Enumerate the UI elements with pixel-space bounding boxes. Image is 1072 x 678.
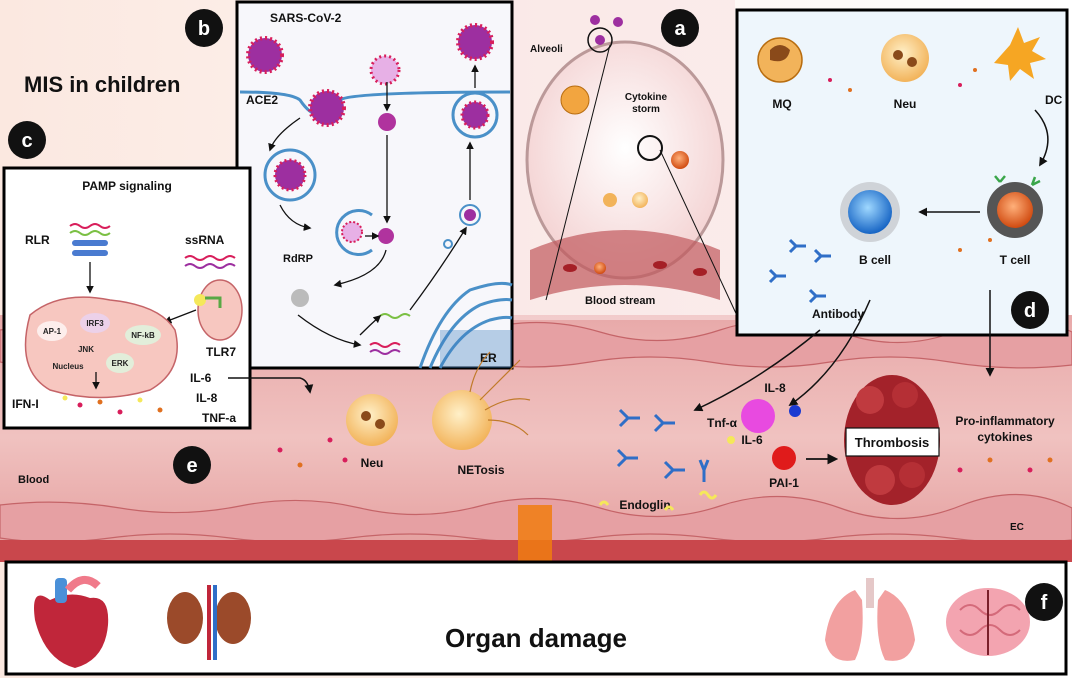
panel-d-letter: d [1024,300,1036,322]
ec-label: EC [1010,522,1024,533]
panel-e-badge [173,446,211,484]
dc-label: DC [1045,93,1063,107]
alveoli-label: Alveoli [530,44,563,55]
pamp-heading: PAMP signaling [82,179,172,193]
virus-particle [456,23,494,61]
zoom-circle [637,135,663,161]
netosis-label: NETosis [457,463,504,477]
tnfa-label: TNF-a [202,411,236,425]
dendritic-cell [994,27,1046,81]
alveolar-macrophage [560,85,590,115]
lungs-icon [825,578,915,661]
zoom-circle-virus [587,27,613,53]
neu-label-e: Neu [361,456,384,470]
erk-label: ERK [112,359,129,368]
brain-icon [946,588,1030,656]
nucleus-label: Nucleus [52,362,84,371]
bcell-label: B cell [859,253,891,267]
panel-a-letter: a [674,18,686,40]
virus-particle [308,89,346,127]
viral-genome [378,113,396,131]
rdrp-label: RdRP [283,253,313,265]
endosome-tlr7 [197,279,243,341]
irf3-label: IRF3 [86,319,104,328]
ifn-label: IFN-I [12,397,39,411]
panel-b-letter: b [198,18,210,40]
il6-label: IL-6 [190,371,212,385]
blood-stream-label: Blood stream [585,295,656,307]
cytokine-storm-label-2: storm [632,104,660,115]
pamp-signaling-panel: PAMP signaling c RLR ssRNA TLR7 AP-1 IRF… [2,121,252,430]
organ-damage-panel: Organ damage f [4,560,1068,676]
il8-label-b: IL-8 [764,381,786,395]
organ-damage-label: Organ damage [445,623,627,653]
proinflammatory-label-1: Pro-inflammatory [955,414,1055,428]
antibody-label: Antibody [812,307,864,321]
il8-dot [789,405,801,417]
immune-panel: MQ Neu DC B cell T cell Antibody d [735,8,1069,337]
viral-cycle-panel: SARS-CoV-2 ACE2 RdRP ER b [185,0,514,370]
neutrophil [881,34,929,82]
main-title: MIS in children [24,72,180,97]
panel-e-letter: e [186,455,197,477]
tnf-alpha-label: Tnf-α [707,416,738,430]
il8-label: IL-8 [196,391,218,405]
mq-label: MQ [772,97,791,111]
pai1-dot [772,446,796,470]
panel-a-badge [661,9,699,47]
vessel-panel: e Blood Neu NETosis Endoglin IL-8 Tnf-α … [18,290,1055,533]
nfkb-label: NF-kB [131,331,155,340]
panel-b-badge [185,9,223,47]
er-label: ER [480,351,497,365]
endoglin-label: Endoglin [619,498,670,512]
alveoli-panel: a Alveoli Cytokine storm Blood stream [510,0,741,323]
virus-label: SARS-CoV-2 [270,11,342,25]
antibody-vessel [618,408,640,428]
rdrp-enzyme [291,289,309,307]
neu-label-d: Neu [894,97,917,111]
heart-icon [34,576,109,668]
endosome-open [335,209,373,256]
thrombosis-box [845,427,940,457]
panel-d-badge [1011,291,1049,329]
panel-c-badge [8,121,46,159]
thrombosis-label: Thrombosis [855,435,929,450]
jnk-label: JNK [78,345,94,354]
panel-c-letter: c [21,130,32,152]
pai1-label: PAI-1 [769,476,799,490]
cytokine-storm-label-1: Cytokine [625,92,668,103]
tcell-label: T cell [1000,253,1031,267]
capillary [530,230,720,300]
endosome [263,148,317,202]
tlr7-label: TLR7 [206,345,236,359]
virus-particle [369,54,401,86]
ap1-label: AP-1 [43,327,62,336]
nucleus [24,296,178,399]
proinflammatory-label-2: cytokines [977,430,1033,444]
netosis-cell [432,390,492,450]
ssrna-label: ssRNA [185,233,225,247]
kidney-icon [167,585,251,660]
panel-f-badge [1025,583,1063,621]
virus-particle [246,36,284,74]
neutrophil-vessel [346,394,398,446]
rlr-label: RLR [25,233,50,247]
il6-label-b: IL-6 [741,433,763,447]
tnf-dot [741,399,775,433]
ace2-label: ACE2 [246,93,278,107]
blood-label: Blood [18,474,49,486]
panel-f-letter: f [1041,592,1048,614]
